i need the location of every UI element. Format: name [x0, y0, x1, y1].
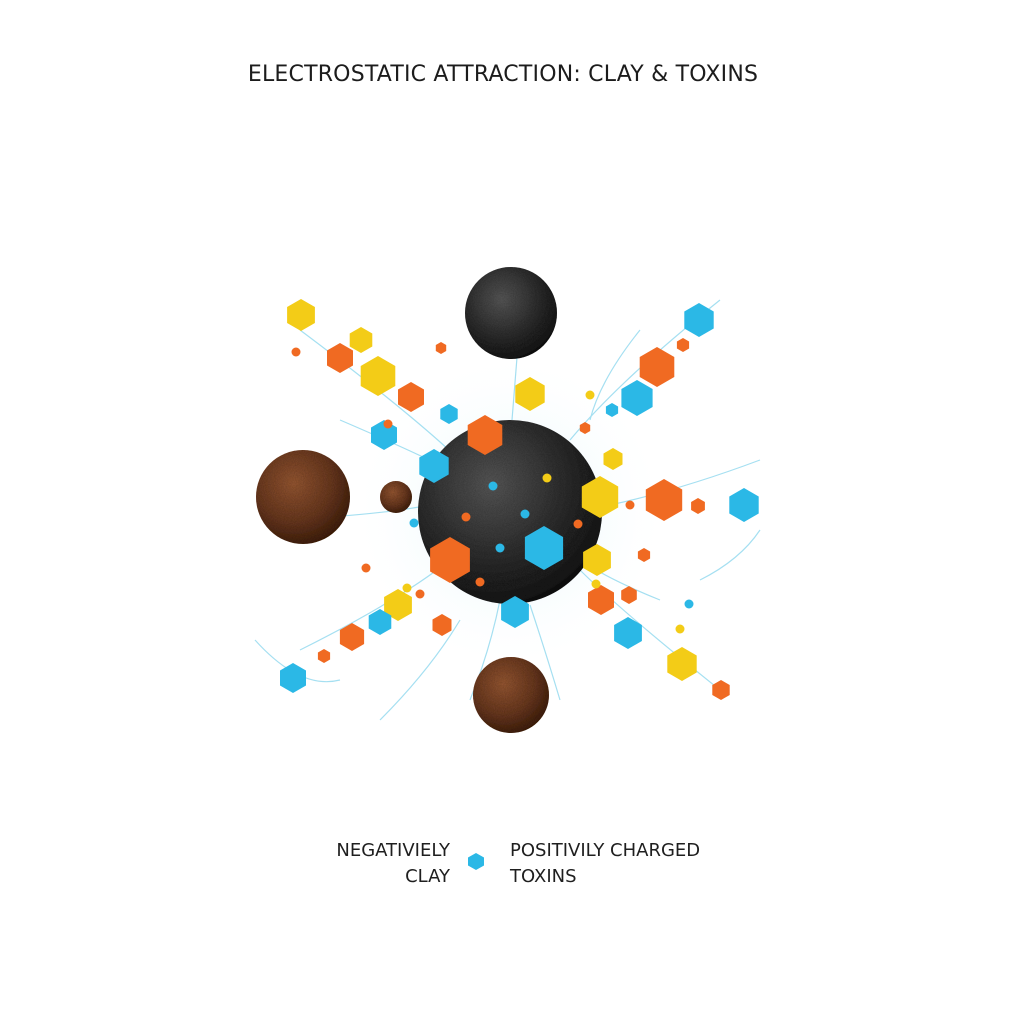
- toxin-hexagon: [419, 449, 449, 483]
- toxin-hexagon: [667, 647, 697, 681]
- toxin-hexagon: [639, 347, 675, 387]
- clay-particle-top: [465, 267, 557, 359]
- toxin-hexagon: [467, 415, 503, 455]
- charge-dot: [488, 481, 498, 491]
- charge-dot: [402, 583, 412, 593]
- charge-dot: [573, 519, 583, 529]
- charge-dot: [542, 473, 552, 483]
- toxin-hexagon: [398, 382, 424, 412]
- toxin-hexagon: [435, 342, 447, 354]
- toxin-hexagon: [691, 498, 705, 514]
- legend-toxin-label: POSITIVILY CHARGED TOXINS: [510, 838, 770, 890]
- charge-dot: [520, 509, 530, 519]
- clay-particle-bottom: [473, 657, 549, 733]
- toxin-hexagon: [605, 403, 619, 417]
- toxin-hexagon: [440, 404, 458, 424]
- toxin-hexagon: [645, 479, 683, 521]
- toxin-hexagon: [581, 476, 619, 518]
- toxin-hexagon: [349, 327, 373, 353]
- toxin-hexagon: [676, 338, 690, 352]
- toxin-hexagon: [280, 663, 306, 693]
- charge-dot: [475, 577, 485, 587]
- charge-dot: [495, 543, 505, 553]
- toxin-hexagon: [524, 526, 564, 570]
- legend-clay-line1: NEGATIVIELY: [336, 840, 450, 861]
- charge-dot: [291, 347, 301, 357]
- toxin-hexagon: [684, 303, 714, 337]
- charge-dot: [675, 624, 685, 634]
- toxin-hexagon: [621, 380, 653, 416]
- toxin-hexagon: [515, 377, 545, 411]
- charge-dot: [585, 390, 595, 400]
- toxin-hexagon: [368, 609, 392, 635]
- toxin-hexagon: [621, 586, 637, 604]
- toxin-hexagon: [603, 448, 623, 470]
- legend-clay-line2: CLAY: [405, 866, 450, 887]
- legend-toxin-line1: POSITIVILY CHARGED: [510, 840, 701, 861]
- toxin-hexagon: [614, 617, 642, 649]
- toxin-hexagon: [327, 343, 353, 373]
- diagram-title: ELECTROSTATIC ATTRACTION: CLAY & TOXINS: [247, 62, 759, 87]
- toxin-hexagon: [712, 680, 730, 700]
- toxin-hexagon: [287, 299, 315, 331]
- legend-toxin-hexagon-icon: [468, 853, 484, 870]
- toxin-hexagon: [588, 585, 614, 615]
- toxin-hexagon: [430, 537, 470, 583]
- toxin-hexagon: [432, 614, 452, 636]
- charge-dot: [361, 563, 371, 573]
- charge-dot: [461, 512, 471, 522]
- charge-dot: [625, 500, 635, 510]
- charge-dot: [415, 589, 425, 599]
- legend-clay-label: NEGATIVIELY CLAY: [300, 838, 450, 890]
- charge-dot: [409, 518, 419, 528]
- toxin-hexagon: [579, 422, 591, 434]
- charge-dot: [591, 579, 601, 589]
- charge-dot: [684, 599, 694, 609]
- charge-dots: [291, 347, 694, 634]
- legend-toxin-line2: TOXINS: [510, 866, 577, 887]
- toxin-hexagon: [729, 488, 759, 522]
- toxin-hexagon: [501, 596, 529, 628]
- toxin-hexagon: [360, 356, 396, 396]
- toxin-hexagon: [583, 544, 611, 576]
- toxin-hexagon: [384, 589, 412, 621]
- clay-particle-small: [380, 481, 412, 513]
- toxin-particles: [280, 299, 759, 700]
- clay-particle-left: [256, 450, 350, 544]
- charge-dot: [383, 419, 393, 429]
- toxin-hexagon: [637, 548, 651, 562]
- toxin-hexagon: [339, 623, 365, 651]
- toxin-hexagon: [317, 649, 331, 663]
